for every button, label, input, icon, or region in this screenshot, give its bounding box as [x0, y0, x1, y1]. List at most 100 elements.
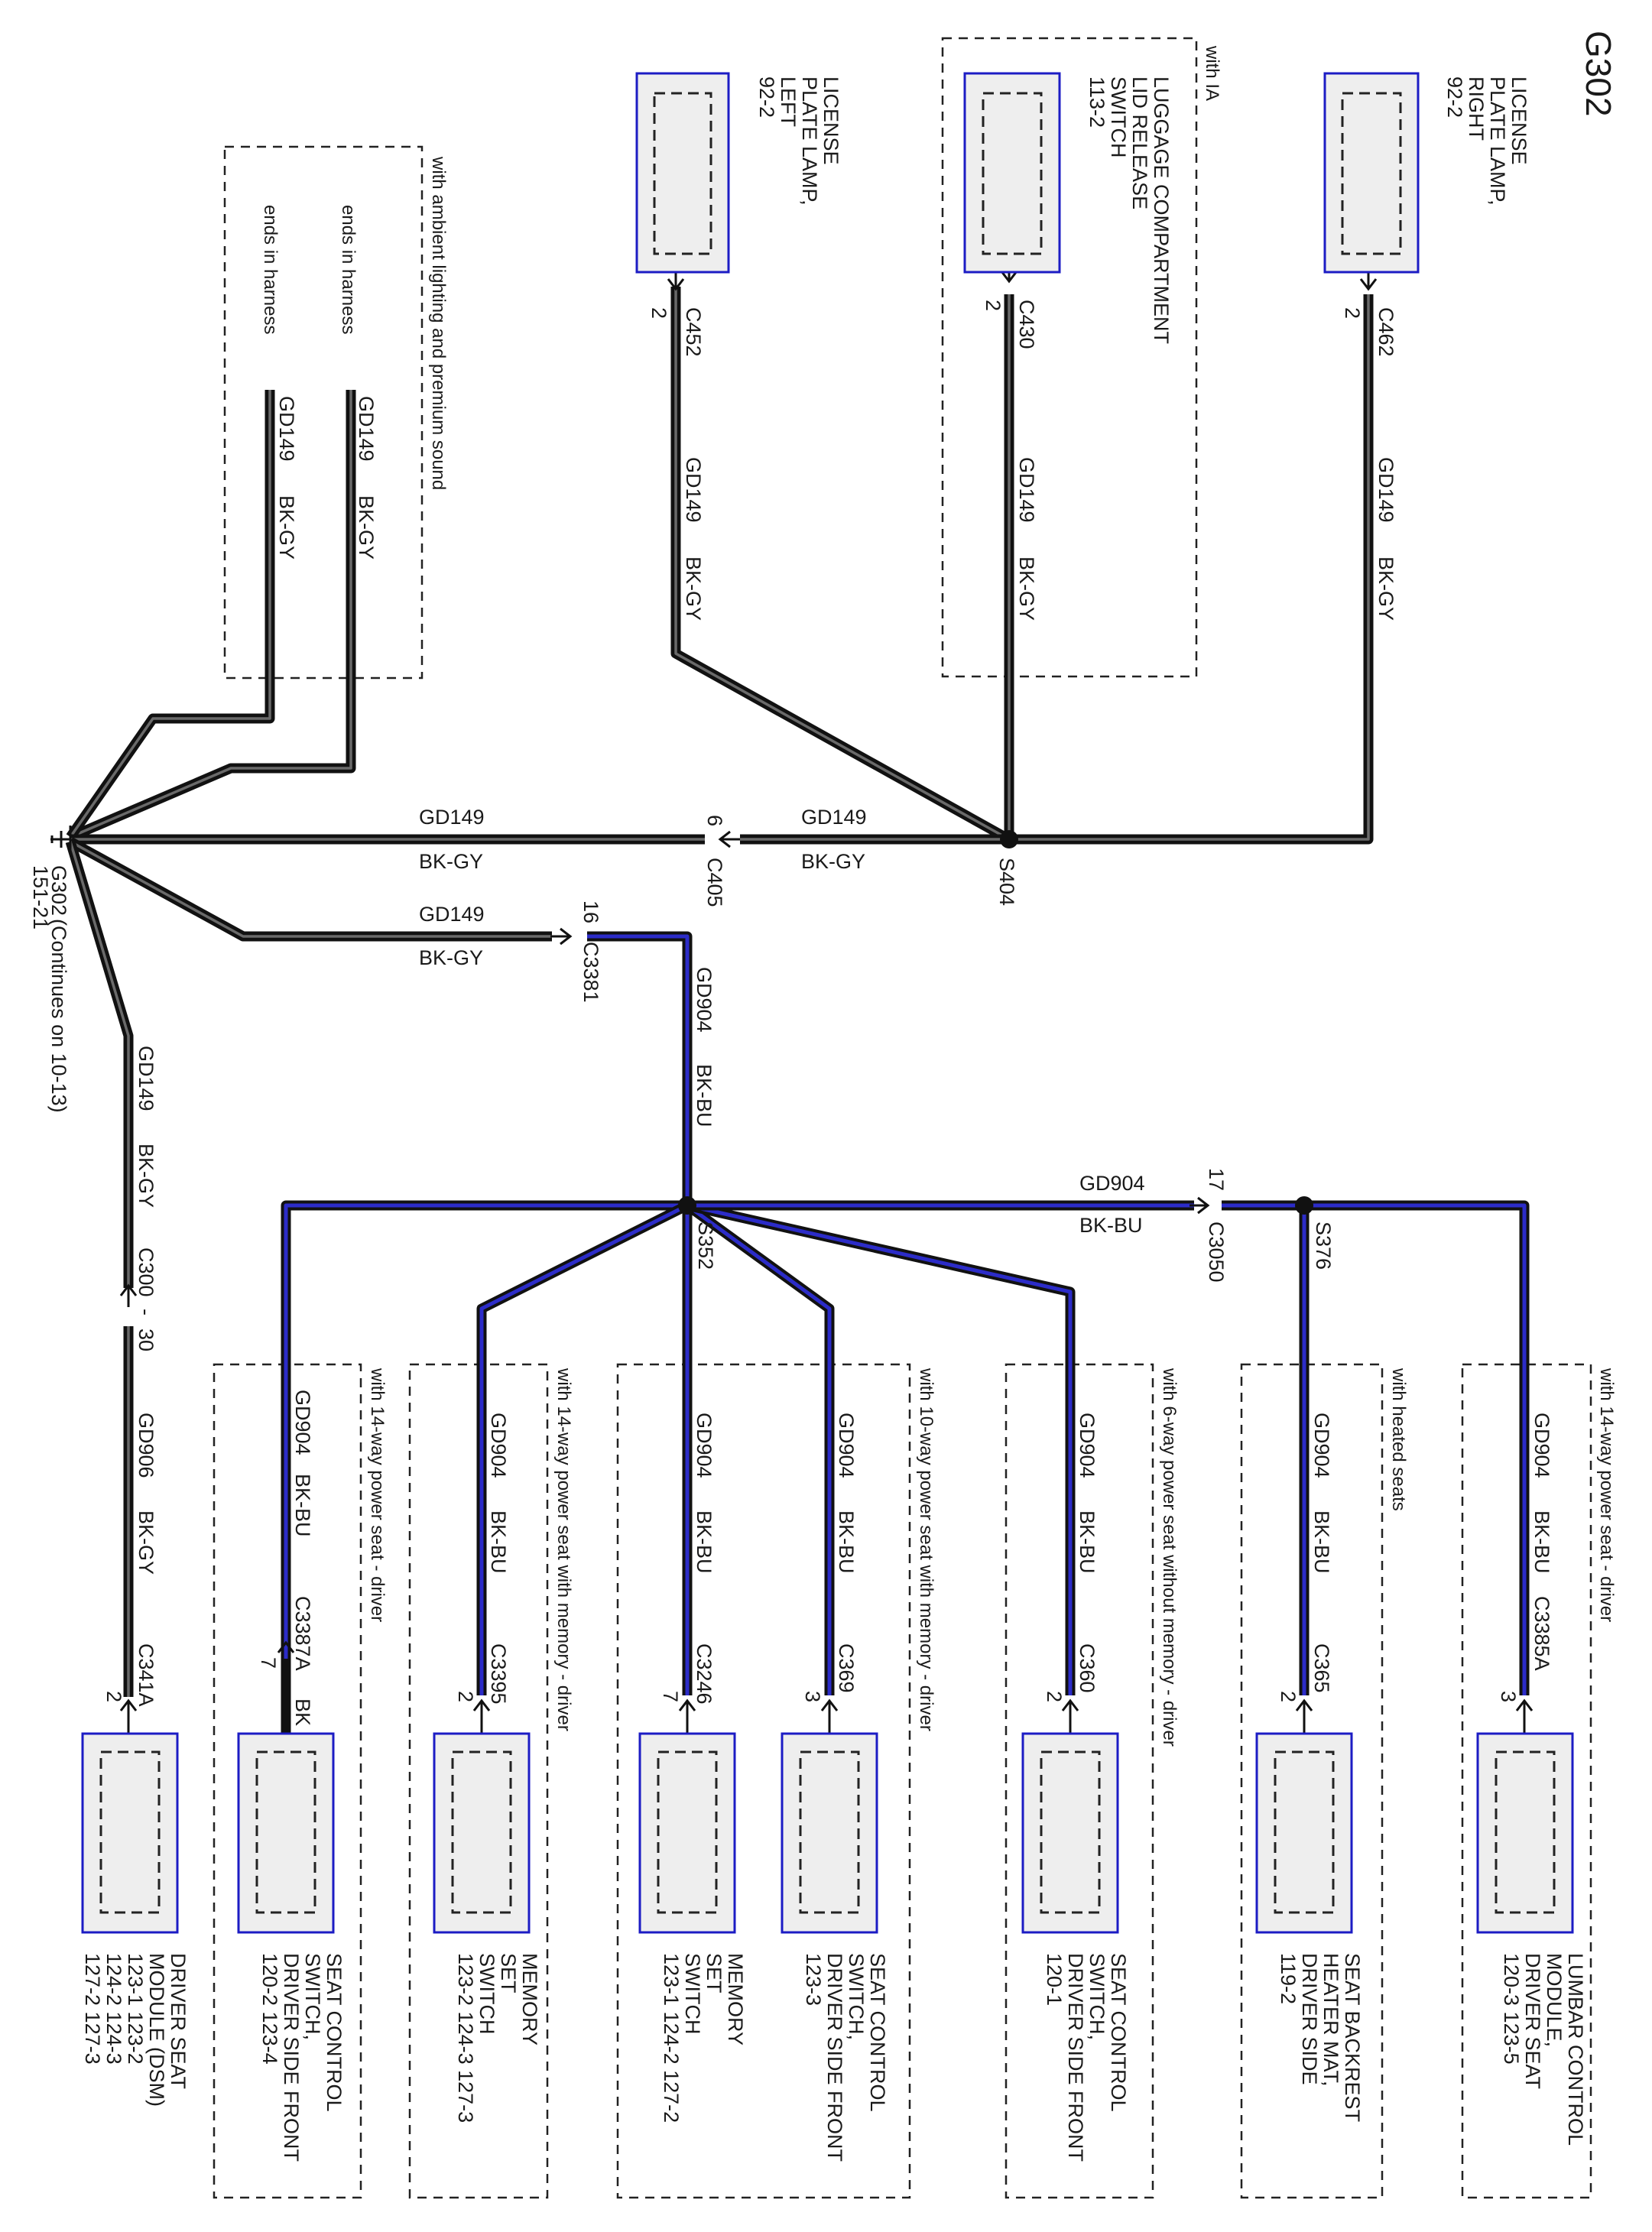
option-label-14way-memory: with 14-way power seat with memory - dri…: [553, 1367, 574, 1731]
connector-label-c300: C300: [135, 1247, 157, 1297]
component-line: SEAT CONTROL: [1107, 1953, 1130, 2112]
color-label: BK-GY: [801, 850, 865, 873]
pin-label: 7: [257, 1657, 280, 1669]
diagram-title: G302: [1579, 31, 1618, 117]
component-line: 113-2: [1086, 76, 1108, 128]
pin-label: -: [135, 1309, 157, 1316]
option-box-6way: [1005, 1363, 1154, 2199]
connector-label-c341a: C341A: [135, 1643, 157, 1707]
pin-label: 2: [454, 1691, 477, 1702]
component-line: LICENSE: [1508, 76, 1530, 165]
circuit-label: GD149: [801, 806, 867, 829]
splice-s352: [678, 1196, 696, 1215]
component-line: DRIVER SIDE FRONT: [823, 1953, 846, 2162]
component-line: SWITCH: [1107, 76, 1130, 157]
connector-label-c462: C462: [1375, 307, 1397, 357]
connector-label-c452: C452: [682, 307, 705, 357]
wires-bk-gy: [65, 287, 1374, 1735]
component-seat-control-switch-14way: C3387A 7 SEAT CONTROL SWITCH, DRIVER SID…: [237, 1596, 346, 2162]
component-line: 123-3: [802, 1953, 825, 2006]
component-line: MEMORY: [724, 1953, 747, 2045]
component-line: 124-2 124-3: [102, 1953, 125, 2065]
connector-label-c430: C430: [1015, 300, 1038, 349]
color-label: BK-GY: [355, 495, 378, 560]
circuit-label: GD149: [419, 806, 485, 829]
connector-label-c3050: C3050: [1205, 1221, 1228, 1283]
color-label: BK-BU: [487, 1510, 510, 1574]
pin-label: 3: [801, 1691, 824, 1702]
color-label: BK-BU: [835, 1510, 858, 1574]
option-box-ambient: [223, 145, 424, 680]
component-seat-backrest-heater: C365 2 SEAT BACKREST HEATER MAT, DRIVER …: [1255, 1643, 1364, 2122]
circuit-label: GD149: [682, 457, 705, 523]
connector-arrow-icon: [1190, 1196, 1210, 1215]
component-line: SEAT CONTROL: [323, 1953, 346, 2112]
pin-label: 7: [659, 1691, 682, 1702]
circuit-label: GD149: [355, 396, 378, 462]
component-line: MEMORY: [518, 1953, 541, 2045]
splice-label-s352: S352: [694, 1221, 717, 1270]
component-line: 92-2: [1443, 76, 1466, 118]
component-line: LUGGAGE COMPARTMENT: [1150, 76, 1173, 344]
splice-label-s376: S376: [1312, 1221, 1335, 1270]
component-line: DRIVER SIDE: [1298, 1953, 1321, 2085]
component-memory-set-switch-14way: C3395 2 MEMORY SET SWITCH 123-2 124-3 12…: [433, 1643, 541, 2123]
circuit-label: GD904: [1530, 1413, 1553, 1478]
color-label: BK-BU: [693, 1064, 716, 1127]
circuit-label: GD904: [1076, 1413, 1099, 1478]
ground-label: G302: [47, 865, 70, 916]
option-label-14way-lumbar: with 14-way power seat - driver: [1596, 1367, 1617, 1622]
color-label: BK-GY: [135, 1510, 157, 1575]
component-driver-seat-module: C341A 2 DRIVER SEAT MODULE (DSM) 123-1 1…: [81, 1643, 190, 2107]
component-license-plate-lamp-right: LICENSE PLATE LAMP, RIGHT 92-2: [1323, 72, 1530, 274]
connector-label-c3395: C3395: [487, 1643, 510, 1705]
color-label: BK-GY: [682, 556, 705, 621]
circuit-label: GD904: [1079, 1172, 1145, 1195]
component-line: 123-2 124-3 127-3: [454, 1953, 477, 2123]
component-lumbar-control-module: C3385A 3 LUMBAR CONTROL MODULE, DRIVER S…: [1476, 1596, 1587, 2146]
component-line: 120-1: [1043, 1953, 1066, 2006]
ends-in-harness-label: ends in harness: [260, 205, 281, 334]
component-line: PLATE LAMP,: [1486, 76, 1509, 206]
circuit-label: GD149: [419, 903, 485, 926]
circuit-label: GD904: [291, 1390, 314, 1455]
pin-label: 2: [1277, 1691, 1300, 1702]
circuit-label: GD904: [487, 1413, 510, 1478]
color-label: BK-GY: [275, 495, 298, 560]
color-label: BK-BU: [693, 1510, 716, 1574]
component-line: SWITCH,: [301, 1953, 324, 2040]
ground-continues: (Continues on 10-13): [47, 919, 70, 1113]
color-label: BK-BU: [1076, 1510, 1099, 1574]
connector-arrow-icon: [718, 830, 740, 848]
component-seat-control-switch-6way: C360 2 SEAT CONTROL SWITCH, DRIVER SIDE …: [1021, 1643, 1130, 2162]
component-line: SEAT CONTROL: [866, 1953, 889, 2112]
component-line: LICENSE: [820, 76, 842, 165]
option-label-ambient: with ambient lighting and premium sound: [428, 156, 449, 490]
circuit-label: GD149: [135, 1046, 157, 1111]
component-line: 92-2: [755, 76, 778, 118]
component-luggage-compartment-switch: LUGGAGE COMPARTMENT LID RELEASE SWITCH 1…: [963, 72, 1173, 344]
component-memory-set-switch-10way: C3246 7 MEMORY SET SWITCH 123-1 124-2 12…: [638, 1643, 747, 2123]
option-box-heated: [1240, 1363, 1384, 2199]
component-line: DRIVER SEAT: [1521, 1953, 1544, 2089]
component-line: MODULE,: [1543, 1953, 1566, 2047]
circuit-label: GD904: [693, 1413, 716, 1478]
component-line: DRIVER SIDE FRONT: [1064, 1953, 1087, 2162]
splice-s404: [1000, 830, 1018, 848]
pin-label: 2: [102, 1691, 125, 1702]
circuit-label: GD149: [275, 396, 298, 462]
pin-label: 3: [1497, 1691, 1520, 1702]
color-label: BK-GY: [419, 850, 483, 873]
circuit-label: GD906: [135, 1413, 157, 1478]
color-label: BK-BU: [1079, 1214, 1143, 1237]
connector-label-c3381: C3381: [579, 942, 602, 1003]
component-line: SWITCH,: [1086, 1953, 1108, 2040]
circuit-label: GD904: [693, 967, 716, 1033]
circuit-label: GD904: [835, 1413, 858, 1478]
component-line: RIGHT: [1465, 76, 1488, 141]
pin-label: 2: [1043, 1691, 1066, 1702]
option-label-ia: with IA: [1202, 45, 1222, 101]
splice-label-s404: S404: [995, 858, 1018, 906]
ground-symbol-icon: [50, 826, 72, 853]
